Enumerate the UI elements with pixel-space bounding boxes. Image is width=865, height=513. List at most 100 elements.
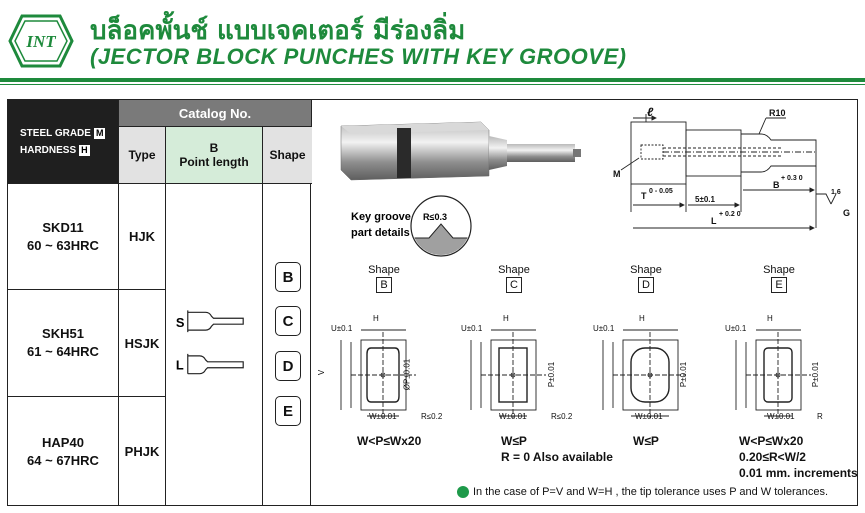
shape-badge-b: B xyxy=(275,262,301,292)
five-label: 5±0.1 xyxy=(695,195,716,204)
table-row-type: HSJK xyxy=(119,290,166,397)
dim-r02: R≤0.2 xyxy=(551,412,573,421)
shape-badge-d: D xyxy=(275,351,301,381)
dim-w: W±0.01 xyxy=(635,412,663,421)
dim-r02: R≤0.2 xyxy=(421,412,443,421)
shape-header: Shape xyxy=(263,127,312,184)
b-tolerance: + 0.3 0 xyxy=(781,175,803,182)
dim-v: V xyxy=(317,369,327,376)
bullet-icon xyxy=(457,486,469,498)
dim-w: W±0.01 xyxy=(369,412,397,421)
shape-badge-c: C xyxy=(275,306,301,336)
m-label: M xyxy=(613,169,621,179)
section-e-condition-3: 0.01 mm. increments xyxy=(739,466,858,480)
grade-hardness: 61 ~ 64HRC xyxy=(27,344,99,359)
title-english: (JECTOR BLOCK PUNCHES WITH KEY GROOVE) xyxy=(90,44,627,69)
t-label: T xyxy=(641,191,647,201)
dim-r: R xyxy=(817,412,823,421)
section-e xyxy=(735,329,811,418)
side-view-drawing xyxy=(620,114,837,231)
t-tolerance: 0 - 0.05 xyxy=(649,188,673,195)
tolerance-note-text: In the case of P=V and W=H , the tip tol… xyxy=(473,486,829,498)
section-b-letter: B xyxy=(376,277,392,293)
table-row-grade: HAP40 64 ~ 67HRC xyxy=(8,397,119,506)
section-b-condition: W<P≤Wx20 xyxy=(357,434,422,448)
catalog-header: Catalog No. xyxy=(119,100,312,127)
shape-column: B C D E xyxy=(263,184,312,506)
dim-u: U±0.1 xyxy=(725,324,747,333)
dim-p: P±0.01 xyxy=(547,361,557,388)
section-d-letter: D xyxy=(638,277,654,293)
point-length-label: Point length xyxy=(179,155,249,169)
shape-word: Shape xyxy=(630,264,662,276)
ell-label: ℓ xyxy=(647,105,654,119)
table-row-type: PHJK xyxy=(119,397,166,506)
shape-word: Shape xyxy=(368,264,400,276)
technical-drawings: ℓ R10 M T 0 - 0.05 5±0.1 L + 0.2 0 B + 0… xyxy=(340,105,850,418)
dim-p-dia: ØP±0.01 xyxy=(402,358,412,391)
grade-name: SKH51 xyxy=(42,326,84,341)
grade-name: SKD11 xyxy=(42,219,84,235)
part-details-label: part details xyxy=(351,227,410,239)
l-tolerance: + 0.2 0 xyxy=(719,211,741,218)
section-d xyxy=(602,329,686,418)
grade-name: HAP40 xyxy=(42,434,84,450)
steel-grade-badge: M xyxy=(93,127,106,139)
point-s-label: S xyxy=(176,315,185,330)
dim-h: H xyxy=(503,314,509,323)
point-length-diagram: S L xyxy=(176,310,244,375)
key-groove-radius: R≤0.3 xyxy=(423,212,447,222)
dim-u: U±0.1 xyxy=(593,324,615,333)
dim-w: W±0.01 xyxy=(767,412,795,421)
table-row-type: HJK xyxy=(119,184,166,290)
g-label: G xyxy=(843,208,850,218)
grade-hardness: 64 ~ 67HRC xyxy=(27,452,99,468)
section-e-condition-2: 0.20≤R<W/2 xyxy=(739,450,806,464)
table-row-grade: SKH51 61 ~ 64HRC xyxy=(8,290,119,397)
dim-h: H xyxy=(373,314,379,323)
title-thai: บล็อคพั้นช์ แบบเจคเตอร์ มีร่องลิ่ม xyxy=(90,16,466,46)
dim-w: W±0.01 xyxy=(499,412,527,421)
section-c-letter: C xyxy=(506,277,522,293)
dim-p: P±0.01 xyxy=(811,361,821,388)
section-d-tag: Shape D xyxy=(626,264,666,293)
steel-grade-label: STEEL GRADE xyxy=(20,127,91,139)
table-row-grade: SKD11 60 ~ 63HRC xyxy=(8,184,119,290)
section-e-condition: W<P≤Wx20 xyxy=(739,434,804,448)
point-length-header: B Point length xyxy=(166,127,263,184)
dim-h: H xyxy=(767,314,773,323)
dim-h: H xyxy=(639,314,645,323)
key-groove-detail: R≤0.3 xyxy=(410,195,472,257)
type-header: Type xyxy=(119,127,166,184)
drawing-panel: ℓ R10 M T 0 - 0.05 5±0.1 L + 0.2 0 B + 0… xyxy=(311,99,858,506)
hardness-label: HARDNESS xyxy=(20,144,77,156)
r10-label: R10 xyxy=(769,108,786,118)
shape-badge-e: E xyxy=(275,396,301,426)
section-e-tag: Shape E xyxy=(759,264,799,293)
dim-p: P±0.01 xyxy=(679,361,689,388)
roughness-label: 1.6 xyxy=(831,189,841,196)
grade-hardness: 60 ~ 63HRC xyxy=(27,237,99,253)
shape-word: Shape xyxy=(763,264,795,276)
section-c-condition-2: R = 0 Also available xyxy=(501,450,613,464)
point-l-label: L xyxy=(176,358,184,373)
key-groove-label: Key groove xyxy=(351,211,411,223)
logo-text: INT xyxy=(25,32,56,51)
header-rule xyxy=(0,78,865,82)
dim-u: U±0.1 xyxy=(331,324,353,333)
point-length-b: B xyxy=(209,141,219,155)
int-logo: INT xyxy=(8,14,74,68)
dim-u: U±0.1 xyxy=(461,324,483,333)
punch-photo xyxy=(340,121,581,181)
section-b xyxy=(340,329,416,418)
point-length-column: S L xyxy=(166,184,263,506)
shape-word: Shape xyxy=(498,264,530,276)
section-e-letter: E xyxy=(771,277,787,293)
b-label: B xyxy=(773,180,780,190)
section-d-condition: W≤P xyxy=(633,434,659,448)
section-c-tag: Shape C xyxy=(494,264,534,293)
section-b-tag: Shape B xyxy=(364,264,404,293)
tolerance-note: In the case of P=V and W=H , the tip tol… xyxy=(457,486,828,498)
